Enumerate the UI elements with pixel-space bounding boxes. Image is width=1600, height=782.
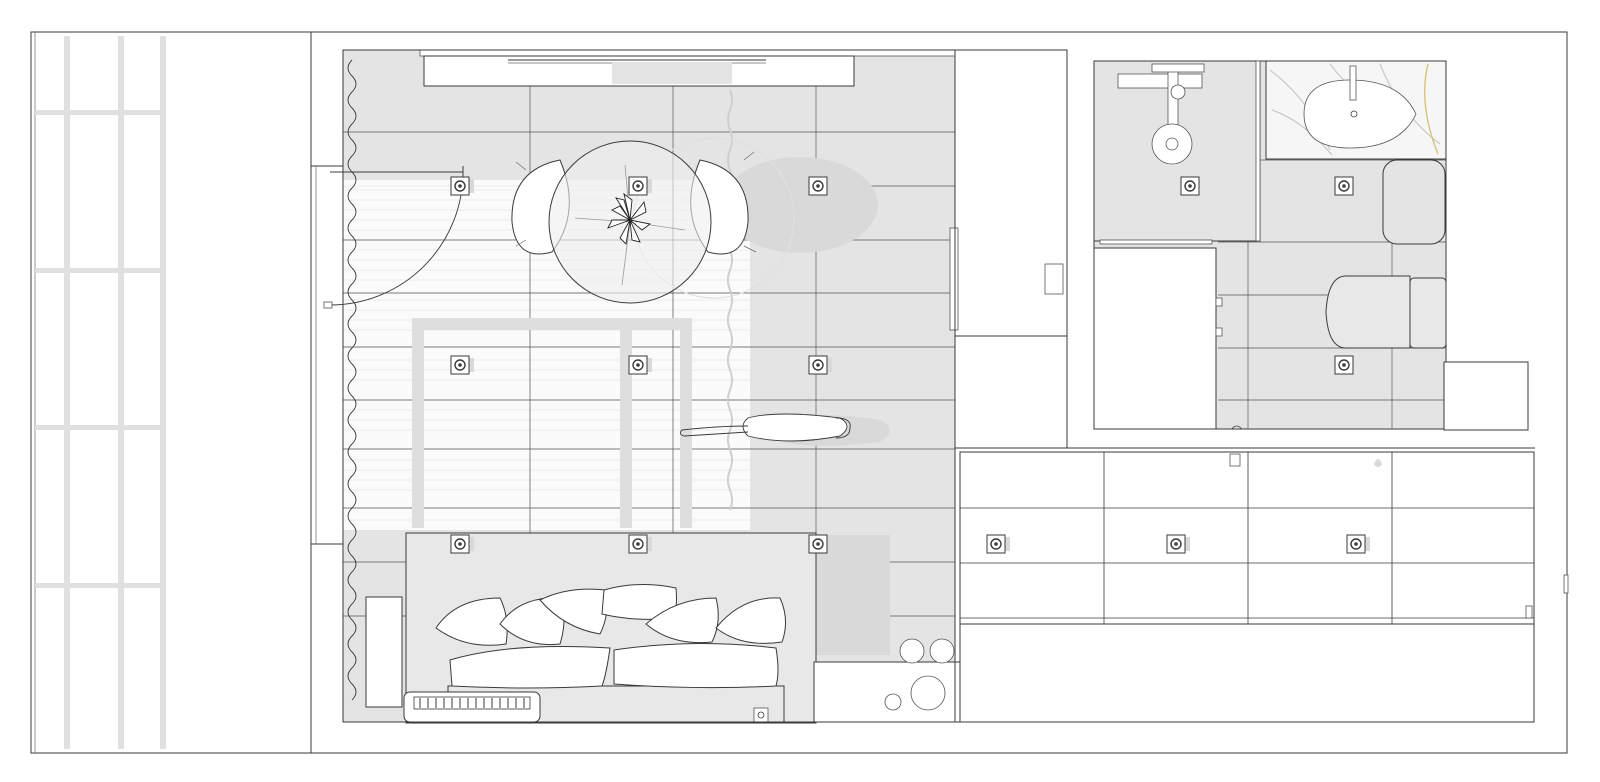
door-swing-icon — [323, 166, 464, 309]
shower-icon — [1093, 60, 1261, 245]
ceiling-light-icon — [628, 355, 652, 375]
living-room — [310, 49, 961, 724]
ceiling-light-icon — [1346, 534, 1370, 554]
washbasin-icon — [1265, 60, 1447, 160]
ceiling-light-icon — [808, 176, 832, 196]
living-room-wall — [342, 49, 956, 723]
ceiling-light-icon — [808, 534, 832, 554]
ceiling-light-icon — [986, 534, 1010, 554]
plant-icon — [607, 192, 652, 245]
ceiling-light-icon — [628, 176, 652, 196]
ceiling-lights — [450, 176, 1370, 554]
toilet-icon — [1325, 275, 1447, 349]
wardrobe — [949, 49, 1535, 449]
cushion-icon — [435, 583, 786, 689]
ceiling-light-icon — [1334, 355, 1354, 375]
sofa-icon — [365, 532, 890, 724]
tv-console — [419, 49, 956, 87]
balcony-railing — [35, 36, 166, 749]
ceiling-light-icon — [808, 355, 832, 375]
side-table-icon — [813, 638, 961, 723]
ceiling-light-icon — [450, 355, 474, 375]
ceiling-light-icon — [1334, 176, 1354, 196]
ceiling-light-icon — [450, 534, 474, 554]
kitchen — [959, 451, 1569, 723]
ceiling-light-icon — [1180, 176, 1200, 196]
ceiling-light-icon — [450, 176, 474, 196]
bathroom — [1093, 60, 1529, 431]
dining-set — [511, 137, 878, 304]
ceiling-light-icon — [628, 534, 652, 554]
ceiling-light-icon — [1166, 534, 1190, 554]
air-conditioner-icon — [403, 691, 769, 723]
dog-icon — [679, 413, 890, 446]
balcony — [30, 31, 312, 754]
